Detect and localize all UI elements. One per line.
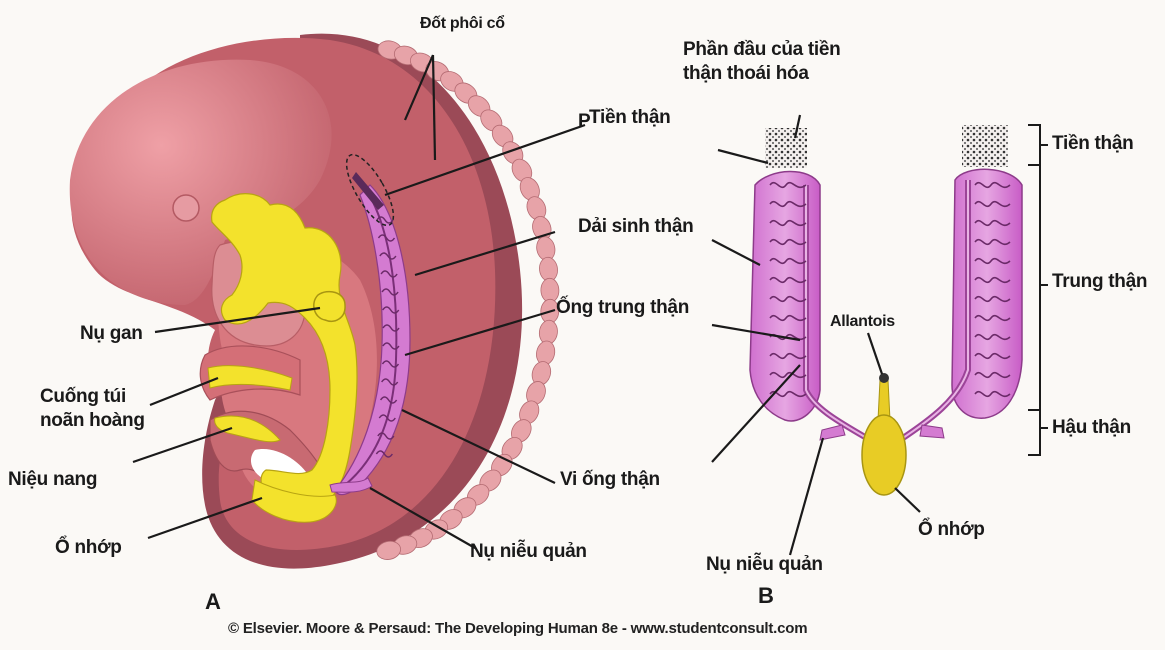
- duct-left-inner: [805, 185, 871, 441]
- embryo-head: [69, 59, 332, 305]
- tubule: [377, 432, 395, 440]
- label-nu-gan: Nụ gan: [80, 323, 143, 344]
- tubule: [382, 324, 400, 332]
- tubule: [974, 219, 1011, 227]
- tubule: [379, 396, 398, 404]
- tubule: [974, 295, 1011, 303]
- tubule: [769, 352, 807, 360]
- tubule: [379, 252, 397, 260]
- somite: [376, 540, 401, 560]
- tubule: [380, 270, 398, 278]
- panel-label-b: B: [758, 583, 774, 608]
- label-p-marker: P: [578, 111, 591, 132]
- region-brackets: [1028, 124, 1048, 456]
- ureteric-bud-right: [919, 424, 945, 439]
- ureteric-bud: [329, 477, 373, 493]
- tubule: [974, 390, 1011, 398]
- otic-vesicle: [172, 194, 200, 222]
- yolk-stalk-endoderm: [207, 365, 293, 391]
- tubule: [769, 238, 807, 246]
- ureteric-bud-left: [819, 424, 846, 441]
- tubule: [974, 238, 1011, 246]
- tubule: [382, 306, 400, 314]
- tubule: [376, 216, 394, 224]
- label-ong-trung-than: Ống trung thận: [556, 297, 689, 318]
- embryo-panel-a: [69, 33, 560, 569]
- tubule: [377, 234, 396, 242]
- mesonephros-left: [749, 170, 821, 422]
- tubule: [769, 295, 807, 303]
- tubule: [769, 257, 807, 265]
- label-cuong-tui-noan-hoang: Cuống túi noãn hoàng: [40, 386, 145, 431]
- cloaca-b: [861, 414, 907, 496]
- allantois-stalk: [877, 379, 891, 421]
- allantois-endoderm: [214, 415, 281, 443]
- cloaca-endoderm: [251, 479, 337, 523]
- label-allantois: Allantois: [830, 313, 895, 330]
- tubule: [974, 257, 1011, 265]
- panel-label-a: A: [205, 589, 221, 614]
- tubules-a: [375, 216, 400, 458]
- copyright-credit: © Elsevier. Moore & Persaud: The Develop…: [228, 620, 808, 637]
- label-tien-than-b: Tiền thận: [1052, 133, 1134, 154]
- tubule: [381, 360, 400, 368]
- tubule: [769, 219, 807, 227]
- tubule: [769, 181, 807, 189]
- tubule: [974, 200, 1011, 208]
- label-vi-ong-than: Vi ống thận: [560, 469, 660, 490]
- degenerate-pronephros-right: [962, 125, 1008, 167]
- label-nieu-nang: Niệu nang: [8, 469, 98, 490]
- tubule: [769, 200, 807, 208]
- leader-lines-b: [711, 114, 921, 556]
- label-tien-than-a: Tiền thận: [589, 107, 671, 128]
- degenerate-pronephros-left: [765, 128, 807, 168]
- tubule: [381, 288, 399, 296]
- tubule: [974, 371, 1011, 379]
- label-nu-nieu-quan-a: Nụ niễu quản: [470, 541, 587, 562]
- label-nu-nieu-quan-b: Nụ niễu quản: [706, 554, 823, 575]
- label-o-nhop-a: Ổ nhớp: [55, 537, 122, 558]
- tubules-b: [769, 181, 1011, 398]
- mesonephric-duct: [344, 199, 398, 486]
- tubule: [974, 333, 1011, 341]
- tubule: [378, 414, 396, 422]
- label-hau-than: Hậu thận: [1052, 417, 1131, 438]
- duct-right-inner: [899, 180, 969, 441]
- somite-row: [376, 40, 560, 560]
- tubule: [769, 276, 807, 284]
- tubule: [974, 352, 1011, 360]
- label-dai-sinh-than: Dải sinh thận: [578, 216, 694, 237]
- tubule: [974, 276, 1011, 284]
- tubule: [974, 181, 1011, 189]
- kidney-panel-b: [749, 125, 1023, 496]
- tubule: [381, 378, 399, 386]
- gut-endoderm: [211, 193, 358, 508]
- tubule: [769, 371, 807, 379]
- label-o-nhop-b: Ổ nhớp: [918, 519, 985, 540]
- label-dot-phoi-co: Đốt phôi cổ: [420, 15, 505, 32]
- tubule: [769, 314, 807, 322]
- tubule: [974, 314, 1011, 322]
- tubule: [382, 342, 400, 350]
- leader-lines-a: [132, 54, 586, 549]
- label-phan-dau-tien-than: Phần đầu của tiền thận thoái hóa: [683, 39, 841, 84]
- label-trung-than: Trung thận: [1052, 271, 1148, 292]
- pronephros: [352, 172, 384, 210]
- tubule: [375, 450, 393, 458]
- pronephros-outline: [345, 153, 395, 227]
- allantois-tip: [879, 373, 889, 383]
- liver-bud: [313, 290, 346, 322]
